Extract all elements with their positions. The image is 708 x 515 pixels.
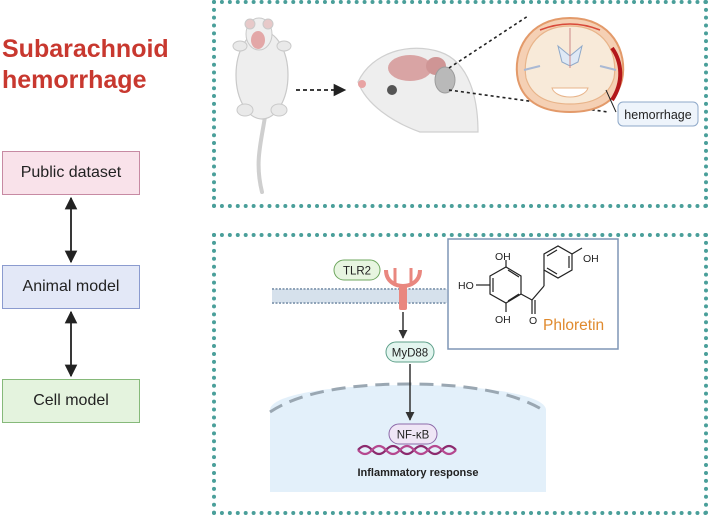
mouse-head-icon [357,47,479,133]
title-line-1: Subarachnoid [2,35,169,63]
oh-label-2: HO [458,280,474,292]
animal-model-panel [212,0,708,208]
phloretin-label: Phloretin [543,317,604,334]
oh-label-1: OH [583,253,599,265]
myd88-label-box [385,341,435,363]
inflammatory-response-label: Inflammatory response [357,467,478,479]
brain-section-icon [515,16,625,114]
dna-helix-icon [357,444,457,456]
nfkb-label: NF-κB [397,430,430,442]
nfkb-label-box [388,423,438,445]
figure-title: Subarachnoid hemorrhage [2,34,202,96]
title-line-2: hemorrhage [2,66,147,94]
hemorrhage-label: hemorrhage [624,108,691,122]
cell-model-box: Cell model [2,379,140,423]
mechanism-panel [212,233,708,515]
nuclear-envelope [269,382,547,414]
mouse-icon [232,17,292,194]
phloretin-structure-box [447,238,619,350]
tlr2-label: TLR2 [343,266,371,278]
pointer-line [605,89,617,113]
animal-model-box: Animal model [2,265,140,309]
public-dataset-box: Public dataset [2,151,140,195]
myd88-label: MyD88 [392,348,428,360]
oh-label-4: OH [495,314,511,326]
cell-membrane [272,288,447,304]
tlr2-receptor-icon [384,268,422,310]
tlr2-label-box [333,259,381,281]
carbonyl-o-label: O [529,315,537,327]
hemorrhage-label-box [617,101,699,127]
phloretin-structure-icon [476,245,583,314]
zoom-line [448,15,529,69]
oh-label-3: OH [495,251,511,263]
